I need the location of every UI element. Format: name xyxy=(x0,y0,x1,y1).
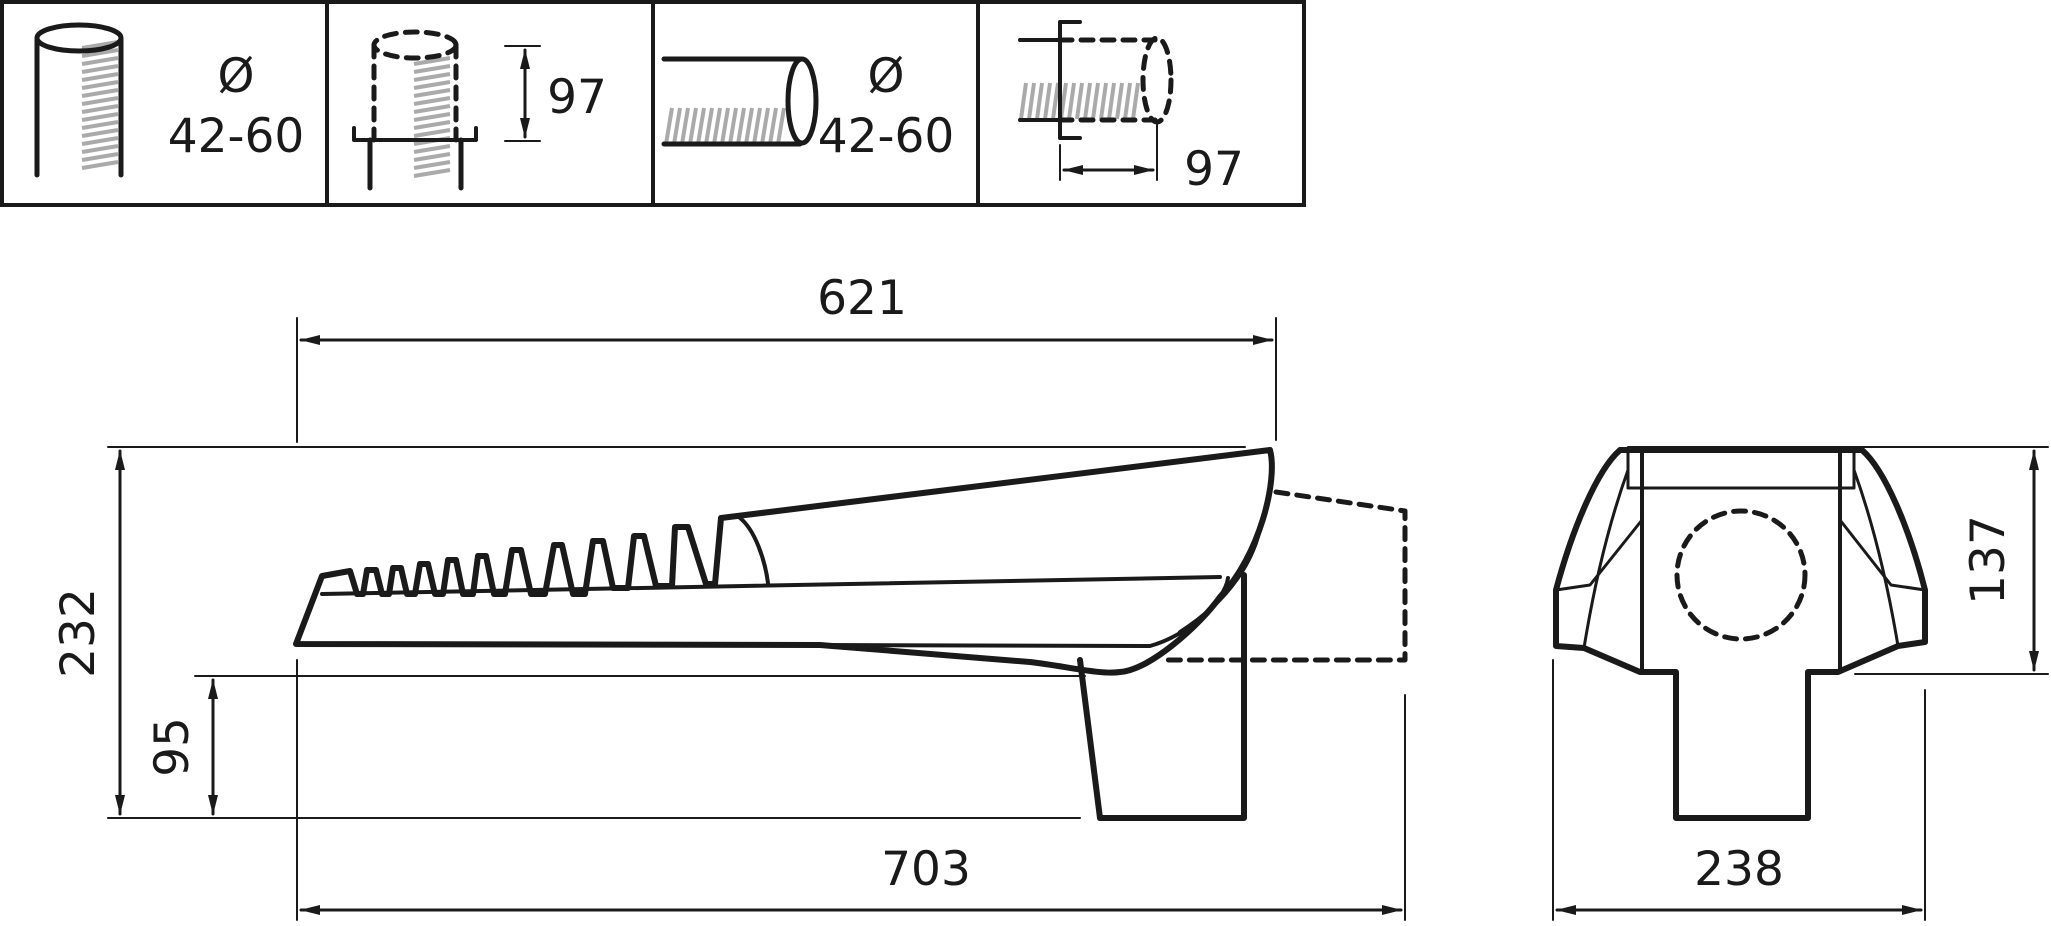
luminaire-end-view: 137 238 xyxy=(1552,446,2049,921)
side-entry-pole-icon xyxy=(661,56,819,147)
insertion-depth-label: 97 xyxy=(547,70,607,125)
dimension-95: 95 xyxy=(145,717,200,777)
dimension-703: 703 xyxy=(881,842,971,897)
dimension-238: 238 xyxy=(1694,842,1784,897)
diameter-range-label: 42-60 xyxy=(168,109,305,164)
post-top-insertion-icon xyxy=(352,29,541,191)
dimension-137: 137 xyxy=(1961,515,2016,605)
diameter-range-label: 42-60 xyxy=(818,109,955,164)
insertion-depth-label: 97 xyxy=(1184,142,1244,197)
luminaire-side-view: 621 232 95 703 xyxy=(51,271,1408,921)
post-top-pole-icon xyxy=(34,22,124,178)
dimension-621: 621 xyxy=(817,271,907,326)
diameter-symbol: Ø xyxy=(218,49,255,104)
side-entry-insertion-icon xyxy=(1018,20,1174,181)
diameter-symbol: Ø xyxy=(868,49,905,104)
mounting-options-table: Ø 42-60 97 Ø 42-60 xyxy=(0,0,1306,207)
dimension-232: 232 xyxy=(51,588,106,678)
